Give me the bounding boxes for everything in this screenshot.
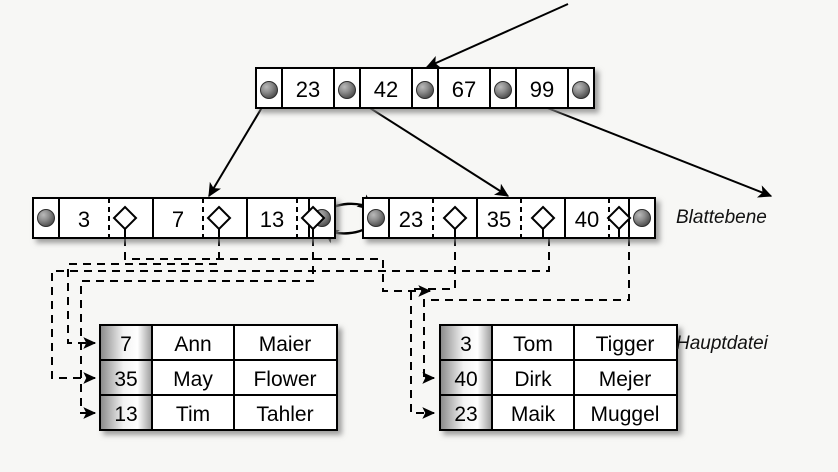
table-left-r2-first-name: Tim (176, 403, 210, 426)
dashed-link-3-to-row (124, 238, 432, 297)
table-right-r2-key: 23 (454, 403, 477, 426)
table-row[interactable]: 23 Maik Muggel (454, 403, 659, 426)
table-row[interactable]: 40 Dirk Mejer (454, 368, 651, 391)
table-right-r1-key: 40 (454, 368, 477, 391)
table-right-r0-last-name: Tigger (596, 333, 655, 356)
leaf-right-key-2: 40 (575, 207, 599, 232)
hauptdatei-table-right[interactable]: 3 Tom Tigger 40 Dirk Mejer 23 Maik Mugge… (439, 324, 678, 431)
root-pointer-0[interactable] (260, 81, 278, 99)
root-to-right-leaf-arrow (347, 93, 510, 197)
table-row[interactable]: 7 Ann Maier (120, 333, 311, 356)
table-left-r2-key: 13 (114, 403, 137, 426)
root-to-blattebene-arrow (511, 93, 773, 198)
table-right-r2-first-name: Maik (511, 403, 556, 426)
root-to-left-leaf-arrow (208, 93, 271, 198)
leaf-left-key-2: 13 (260, 207, 284, 232)
dashed-link-35-to-row (51, 238, 550, 384)
table-row[interactable]: 3 Tom Tigger (460, 333, 654, 356)
table-right-r2-last-name: Muggel (591, 403, 660, 426)
table-left-r0-key: 7 (120, 333, 132, 356)
root-pointer-2[interactable] (416, 81, 434, 99)
table-left-r0-last-name: Maier (259, 333, 312, 356)
leaf-left-key-1: 7 (172, 207, 184, 232)
solid-arrow-group (208, 3, 773, 198)
leaf-node-left[interactable]: 3 7 13 (32, 197, 336, 239)
table-row[interactable]: 13 Tim Tahler (114, 403, 313, 426)
dashed-link-7-to-row (67, 238, 220, 349)
table-left-r1-last-name: Flower (253, 368, 316, 391)
leaf-right-pointer-next[interactable] (633, 209, 651, 227)
hauptdatei-table-left[interactable]: 7 Ann Maier 35 May Flower 13 Tim Tahler (99, 324, 338, 431)
root-key-1: 42 (374, 77, 398, 102)
dashed-link-13-to-row (80, 238, 314, 419)
table-right-r1-first-name: Dirk (514, 368, 552, 391)
table-left-r2-last-name: Tahler (256, 403, 313, 426)
leaf-node-right[interactable]: 23 35 40 (362, 197, 656, 239)
blattebene-label: Blattebene (676, 207, 767, 228)
leaf-right-pointer-prev[interactable] (367, 209, 385, 227)
hauptdatei-label: Hauptdatei (676, 333, 768, 354)
root-pointer-1[interactable] (338, 81, 356, 99)
leaf-right-key-0: 23 (399, 207, 423, 232)
root-pointer-4[interactable] (572, 81, 590, 99)
table-right-r0-first-name: Tom (513, 333, 553, 356)
root-key-2: 67 (452, 77, 476, 102)
incoming-root-arrow (425, 3, 569, 68)
table-row[interactable]: 35 May Flower (114, 368, 316, 391)
root-pointer-3[interactable] (494, 81, 512, 99)
root-key-3: 99 (530, 77, 554, 102)
root-index-node[interactable]: 23 42 67 99 (255, 67, 595, 109)
table-left-r1-key: 35 (114, 368, 137, 391)
dashed-link-40-to-row (422, 238, 630, 384)
leaf-left-pointer-prev[interactable] (37, 209, 55, 227)
leaf-left-key-0: 3 (78, 207, 90, 232)
table-right-r1-last-name: Mejer (599, 368, 652, 391)
root-key-0: 23 (296, 77, 320, 102)
leaf-right-key-1: 35 (487, 207, 511, 232)
table-right-r0-key: 3 (460, 333, 472, 356)
table-left-r0-first-name: Ann (174, 333, 211, 356)
table-left-r1-first-name: May (173, 368, 213, 391)
dashed-link-group (51, 238, 630, 419)
